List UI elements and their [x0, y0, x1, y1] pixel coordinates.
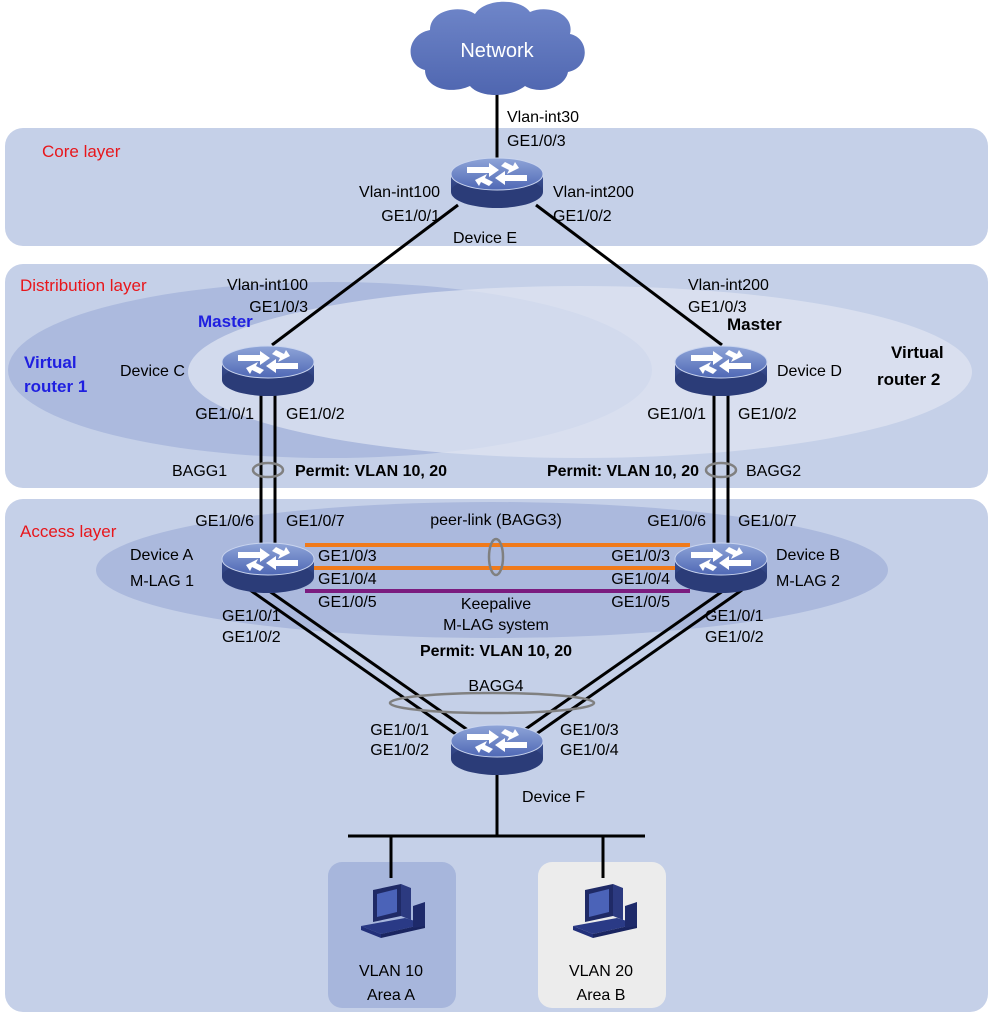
virtual-router-2-ellipse: [188, 286, 972, 458]
virtual-router-2-line2: router 2: [877, 370, 940, 389]
device-b-keepalive-port: GE1/0/5: [611, 594, 670, 611]
distribution-layer-label: Distribution layer: [20, 276, 147, 295]
device-a-keepalive-port: GE1/0/5: [318, 594, 377, 611]
link-b-f-1: [531, 588, 743, 739]
device-a-peer-port2: GE1/0/4: [318, 571, 377, 588]
device-c-port1: GE1/0/1: [195, 406, 254, 423]
device-b-down-port1: GE1/0/1: [705, 608, 764, 625]
device-a-name: Device A: [130, 547, 193, 564]
area-b-name-label: Area B: [577, 987, 626, 1004]
device-a-port-up-right: GE1/0/7: [286, 513, 345, 530]
device-f-switch-icon[interactable]: [450, 724, 544, 776]
device-e-right-vlan: Vlan-int200: [553, 184, 634, 201]
device-e-name: Device E: [453, 230, 517, 247]
area-a-name-label: Area A: [367, 987, 415, 1004]
device-e-left-vlan: Vlan-int100: [359, 184, 440, 201]
device-e-switch-icon[interactable]: [450, 157, 544, 209]
device-b-port-up-right: GE1/0/7: [738, 513, 797, 530]
peer-link-label: peer-link (BAGG3): [430, 512, 562, 529]
device-e-left-port: GE1/0/1: [381, 208, 440, 225]
device-d-name: Device D: [777, 363, 842, 380]
device-b-peer-port1: GE1/0/3: [611, 548, 670, 565]
device-f-right-port1: GE1/0/3: [560, 722, 619, 739]
device-c-up-port: GE1/0/3: [249, 299, 308, 316]
device-e-up-vlan: Vlan-int30: [507, 109, 579, 126]
network-cloud-icon: [410, 1, 585, 96]
area-b-vlan-label: VLAN 20: [569, 963, 633, 980]
device-c-up-vlan: Vlan-int100: [227, 277, 308, 294]
virtual-router-1-line2: router 1: [24, 377, 87, 396]
device-a-peer-port1: GE1/0/3: [318, 548, 377, 565]
device-b-peer-port2: GE1/0/4: [611, 571, 670, 588]
mlag-system-label: M-LAG system: [443, 617, 549, 634]
bagg2-permit-label: Permit: VLAN 10, 20: [547, 463, 699, 480]
device-b-down-port2: GE1/0/2: [705, 629, 764, 646]
link-e-c: [271, 203, 459, 347]
core-layer-label: Core layer: [42, 142, 121, 161]
bagg4-oval: [388, 691, 596, 715]
device-b-mlag: M-LAG 2: [776, 573, 840, 590]
device-a-switch-icon[interactable]: [221, 542, 315, 594]
device-c-name: Device C: [120, 363, 185, 380]
device-c-switch-icon[interactable]: [221, 345, 315, 397]
device-c-master-label: Master: [198, 312, 253, 331]
area-a-vlan-label: VLAN 10: [359, 963, 423, 980]
virtual-router-1-line1: Virtual: [24, 353, 77, 372]
bagg1-label: BAGG1: [172, 463, 227, 480]
bagg4-label: BAGG4: [468, 678, 523, 695]
access-layer-label: Access layer: [20, 522, 117, 541]
device-d-up-vlan: Vlan-int200: [688, 277, 769, 294]
keepalive-label: Keepalive: [461, 596, 531, 613]
device-a-down-port1: GE1/0/1: [222, 608, 281, 625]
virtual-router-2-line1: Virtual: [891, 343, 944, 362]
device-d-switch-icon[interactable]: [674, 345, 768, 397]
device-e-right-port: GE1/0/2: [553, 208, 612, 225]
device-e-up-port: GE1/0/3: [507, 133, 566, 150]
link-a-f-1: [249, 588, 461, 739]
device-b-name: Device B: [776, 547, 840, 564]
device-f-left-port2: GE1/0/2: [370, 742, 429, 759]
link-e-d: [535, 203, 723, 347]
device-a-port-up-left: GE1/0/6: [195, 513, 254, 530]
access-permit-label: Permit: VLAN 10, 20: [420, 643, 572, 660]
bagg1-oval: [251, 461, 285, 479]
link-b-f-2: [519, 584, 731, 735]
bagg2-oval: [704, 461, 738, 479]
device-d-master-label: Master: [727, 315, 782, 334]
device-d-port2: GE1/0/2: [738, 406, 797, 423]
device-a-mlag: M-LAG 1: [130, 573, 194, 590]
device-d-up-port: GE1/0/3: [688, 299, 747, 316]
bagg1-permit-label: Permit: VLAN 10, 20: [295, 463, 447, 480]
device-b-switch-icon[interactable]: [674, 542, 768, 594]
device-a-down-port2: GE1/0/2: [222, 629, 281, 646]
device-d-port1: GE1/0/1: [647, 406, 706, 423]
network-label: Network: [460, 40, 534, 62]
device-f-left-port1: GE1/0/1: [370, 722, 429, 739]
bagg2-label: BAGG2: [746, 463, 801, 480]
device-f-name: Device F: [522, 789, 585, 806]
device-f-right-port2: GE1/0/4: [560, 742, 619, 759]
link-a-f-2: [261, 584, 473, 735]
device-b-port-up-left: GE1/0/6: [647, 513, 706, 530]
bagg3-oval: [487, 537, 505, 577]
device-c-port2: GE1/0/2: [286, 406, 345, 423]
